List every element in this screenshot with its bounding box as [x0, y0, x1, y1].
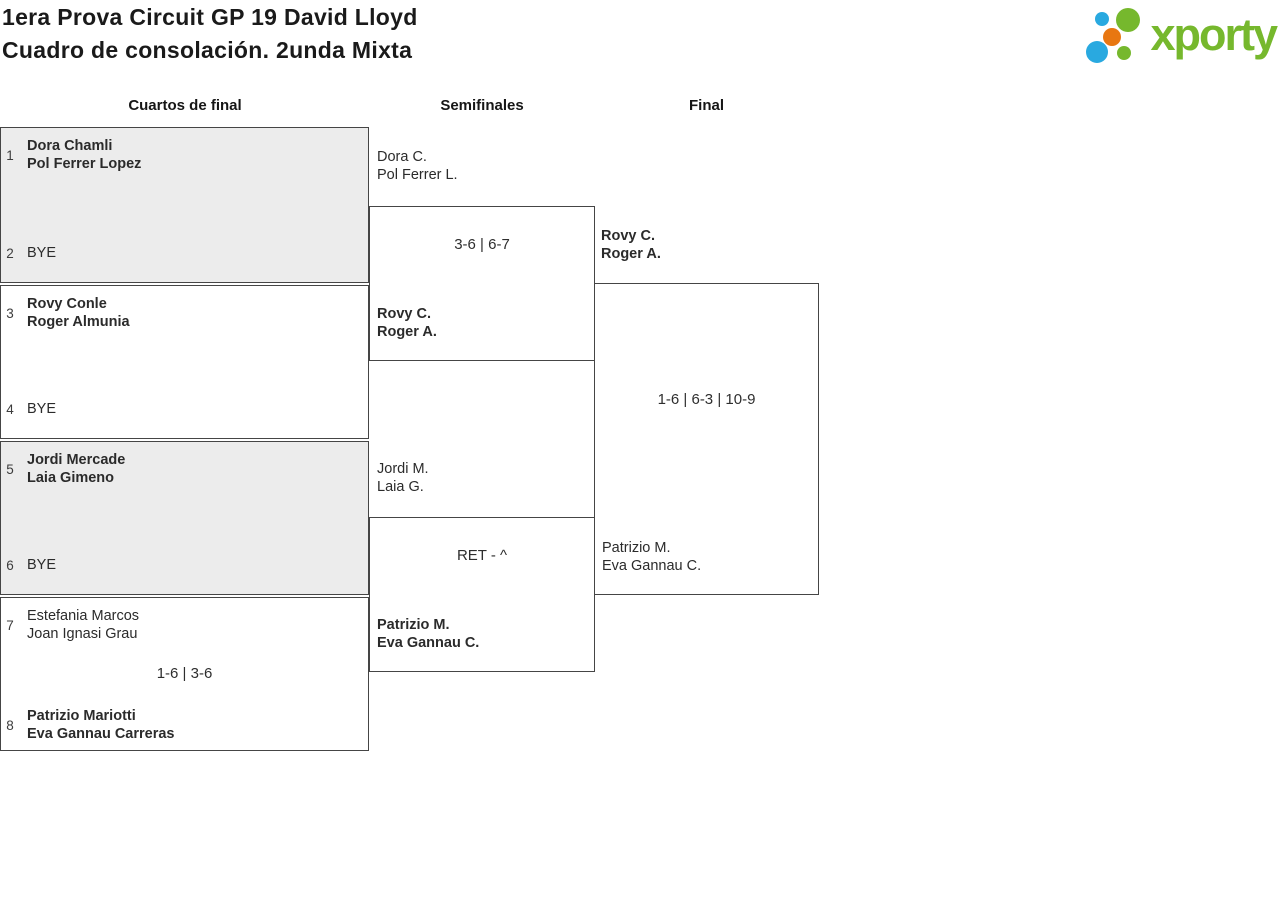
match-box-qf1[interactable]: 1 Dora Chamli Pol Ferrer Lopez 2 BYE	[0, 127, 369, 283]
round-header-semifinals: Semifinales	[440, 97, 524, 114]
player-name: BYE	[27, 245, 57, 261]
player-name: Roger Almunia	[27, 314, 130, 330]
player-name: Dora Chamli	[27, 138, 113, 154]
player-name: Eva Gannau Carreras	[27, 726, 175, 742]
team-names: Dora Chamli Pol Ferrer Lopez	[27, 137, 141, 173]
xporty-wordmark: xporty	[1150, 9, 1278, 60]
player-name: Rovy C.	[601, 228, 655, 244]
match-slot: 7 Estefania Marcos Joan Ignasi Grau	[1, 607, 368, 643]
match-box-qf2[interactable]: 3 Rovy Conle Roger Almunia 4 BYE	[0, 285, 369, 439]
match-slot: 2 BYE	[1, 244, 368, 262]
match-box-sf1[interactable]: 3-6 | 6-7 Rovy C. Roger A.	[369, 206, 595, 361]
match-slot: 8 Patrizio Mariotti Eva Gannau Carreras	[1, 707, 368, 743]
player-name: Patrizio M.	[602, 540, 671, 556]
team-names: Estefania Marcos Joan Ignasi Grau	[27, 607, 139, 643]
seed-number: 1	[6, 147, 14, 163]
match-score: 1-6 | 6-3 | 10-9	[657, 391, 756, 408]
team-names: Rovy C. Roger A.	[377, 305, 437, 341]
player-name: Rovy Conle	[27, 296, 107, 312]
page-subtitle: Cuadro de consolación. 2unda Mixta	[2, 37, 413, 63]
team-names: Patrizio Mariotti Eva Gannau Carreras	[27, 707, 175, 743]
team-names: Jordi Mercade Laia Gimeno	[27, 451, 125, 487]
match-score: 3-6 | 6-7	[454, 236, 510, 253]
player-name: Patrizio Mariotti	[27, 708, 136, 724]
team-names: Dora C. Pol Ferrer L.	[377, 148, 458, 184]
team-names: Patrizio M. Eva Gannau C.	[377, 616, 479, 652]
player-name: Roger A.	[601, 246, 661, 262]
match-box-qf3[interactable]: 5 Jordi Mercade Laia Gimeno 6 BYE	[0, 441, 369, 595]
player-name: Roger A.	[377, 324, 437, 340]
player-name: Jordi Mercade	[27, 452, 126, 468]
seed-number: 5	[6, 461, 14, 477]
round-header-quarterfinals: Cuartos de final	[128, 97, 242, 114]
match-box-final[interactable]: 1-6 | 6-3 | 10-9 Patrizio M. Eva Gannau …	[594, 283, 819, 595]
player-name: Dora C.	[377, 149, 427, 165]
player-name: Pol Ferrer L.	[377, 167, 458, 183]
team-names: Patrizio M. Eva Gannau C.	[602, 539, 701, 575]
player-name: Joan Ignasi Grau	[27, 626, 138, 642]
seed-number: 2	[6, 245, 14, 261]
player-name: Eva Gannau C.	[602, 558, 702, 574]
match-slot: 6 BYE	[1, 556, 368, 574]
team-names: Jordi M. Laia G.	[377, 460, 429, 496]
match-slot: 5 Jordi Mercade Laia Gimeno	[1, 451, 368, 487]
seed-number: 7	[6, 617, 14, 633]
match-score: 1-6 | 3-6	[156, 665, 213, 682]
team-names: BYE	[27, 244, 56, 262]
player-name: BYE	[27, 557, 57, 573]
team-names: BYE	[27, 556, 56, 574]
player-name: Eva Gannau C.	[377, 635, 480, 651]
team-names: BYE	[27, 400, 56, 418]
player-name: Pol Ferrer Lopez	[27, 156, 142, 172]
player-name: Patrizio M.	[377, 617, 450, 633]
seed-number: 8	[6, 717, 14, 733]
player-name: BYE	[27, 401, 57, 417]
page-title: 1era Prova Circuit GP 19 David Lloyd	[2, 4, 418, 30]
xporty-dots-icon	[1079, 4, 1147, 66]
team-names: Rovy Conle Roger Almunia	[27, 295, 130, 331]
match-slot: 4 BYE	[1, 400, 368, 418]
match-box-sf2[interactable]: RET - ^ Patrizio M. Eva Gannau C.	[369, 517, 595, 672]
player-name: Laia Gimeno	[27, 470, 115, 486]
match-box-qf4[interactable]: 7 Estefania Marcos Joan Ignasi Grau 1-6 …	[0, 597, 369, 751]
seed-number: 4	[6, 401, 14, 417]
player-name: Jordi M.	[377, 461, 429, 477]
match-score: RET - ^	[456, 547, 508, 564]
team-names: Rovy C. Roger A.	[601, 227, 661, 263]
player-name: Rovy C.	[377, 306, 431, 322]
seed-number: 6	[6, 557, 14, 573]
player-name: Laia G.	[377, 479, 424, 495]
seed-number: 3	[6, 305, 14, 321]
match-slot: 1 Dora Chamli Pol Ferrer Lopez	[1, 137, 368, 173]
xporty-logo[interactable]: xporty	[1079, 4, 1278, 66]
match-slot: 3 Rovy Conle Roger Almunia	[1, 295, 368, 331]
round-header-final: Final	[688, 97, 724, 114]
player-name: Estefania Marcos	[27, 608, 140, 624]
